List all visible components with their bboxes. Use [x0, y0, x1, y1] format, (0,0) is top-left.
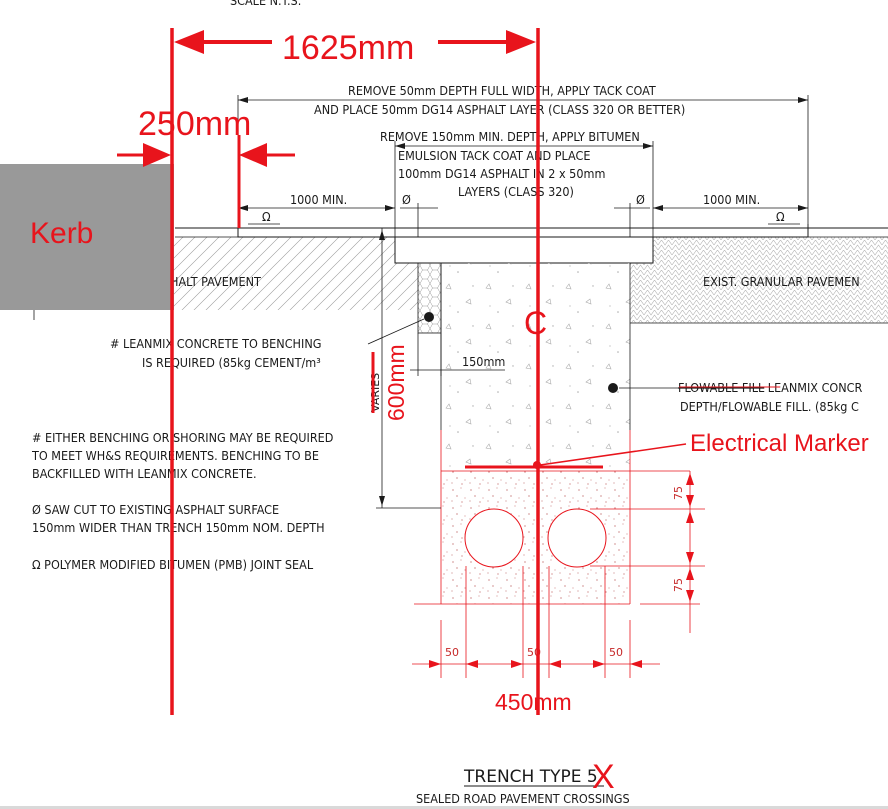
cover-top-dim: 75 — [672, 486, 685, 500]
centreline-label: C — [524, 305, 547, 341]
page-bottom-edge — [0, 806, 888, 809]
phi-left: Ø — [402, 192, 411, 207]
trench-width-dim: 450mm — [495, 689, 572, 715]
title-sub: SEALED ROAD PAVEMENT CROSSINGS — [416, 791, 630, 806]
spacing-left-dim: 50 — [445, 646, 459, 659]
bitumen-note-3: 100mm DG14 ASPHALT IN 2 x 50mm — [398, 166, 605, 181]
bitumen-note-4: LAYERS (CLASS 320) — [458, 184, 574, 199]
kerb-block — [0, 164, 174, 310]
spacing-right-dim: 50 — [609, 646, 623, 659]
asphalt-note-1: REMOVE 50mm DEPTH FULL WIDTH, APPLY TACK… — [348, 83, 656, 98]
phi-right: Ø — [636, 192, 645, 207]
asphalt-layer — [237, 227, 809, 238]
trench — [417, 262, 631, 471]
leanmix-note-2: IS REQUIRED (85kg CEMENT/m³ — [142, 355, 321, 370]
title-main: TRENCH TYPE 5 — [463, 767, 598, 787]
cover-bottom-dim: 75 — [672, 578, 685, 592]
bitumen-note-1: REMOVE 150mm MIN. DEPTH, APPLY BITUMEN — [380, 129, 640, 144]
min-left-dim: 1000 MIN. — [290, 192, 347, 207]
right-pavement-label: EXIST. GRANULAR PAVEMEN — [703, 274, 860, 289]
electrical-marker-label: Electrical Marker — [690, 430, 869, 457]
flowable-note-2: DEPTH/FLOWABLE FILL. (85kg C — [680, 399, 859, 414]
bitumen-note-2: EMULSION TACK COAT AND PLACE — [398, 148, 591, 163]
asphalt-note-2: AND PLACE 50mm DG14 ASPHALT LAYER (CLASS… — [314, 102, 685, 117]
omega-left: Ω — [262, 209, 271, 224]
conduit-right — [547, 508, 607, 568]
title-x-mark: X — [592, 758, 615, 796]
right-pavement-hatch — [630, 237, 888, 323]
kerb-label: Kerb — [30, 217, 93, 250]
flowable-text: LEANMIX CONCR — [764, 380, 862, 395]
conduit-left — [464, 508, 524, 568]
leanmix-callout-dot — [424, 312, 434, 322]
note-phi-2: 150mm WIDER THAN TRENCH 150mm NOM. DEPTH — [32, 520, 325, 535]
min-right-dim: 1000 MIN. — [703, 192, 760, 207]
kerb-offset-dim: 250mm — [138, 105, 251, 143]
kerb-to-centreline-dim: 1625mm — [282, 29, 414, 67]
leanmix-note-1: # LEANMIX CONCRETE TO BENCHING — [110, 336, 321, 351]
existing-pavement — [0, 224, 888, 324]
bench-width-dim: 150mm — [462, 354, 505, 369]
benching-zone — [417, 262, 442, 334]
note-hash-1: # EITHER BENCHING OR SHORING MAY BE REQU… — [32, 430, 333, 445]
red-markup — [117, 28, 540, 715]
flowable-callout-dot — [608, 383, 618, 393]
conduit-zone: 75 75 50 50 50 — [412, 430, 705, 678]
omega-right: Ω — [776, 209, 785, 224]
note-hash-2: TO MEET WH&S REQUIREMENTS. BENCHING TO B… — [31, 448, 319, 463]
note-hash-3: BACKFILLED WITH LEANMIX CONCRETE. — [32, 466, 257, 481]
left-pavement-label: HALT PAVEMENT — [170, 274, 261, 289]
leanmix-fill — [441, 263, 630, 471]
varies-label: VARIES — [369, 373, 382, 412]
note-phi-1: Ø SAW CUT TO EXISTING ASPHALT SURFACE — [32, 502, 279, 517]
depth-dim: 600mm — [383, 344, 409, 421]
saw-cut-step — [394, 236, 654, 264]
black-dimensions — [237, 95, 809, 509]
top-cut-text: SCALE N.T.S. — [230, 0, 301, 8]
